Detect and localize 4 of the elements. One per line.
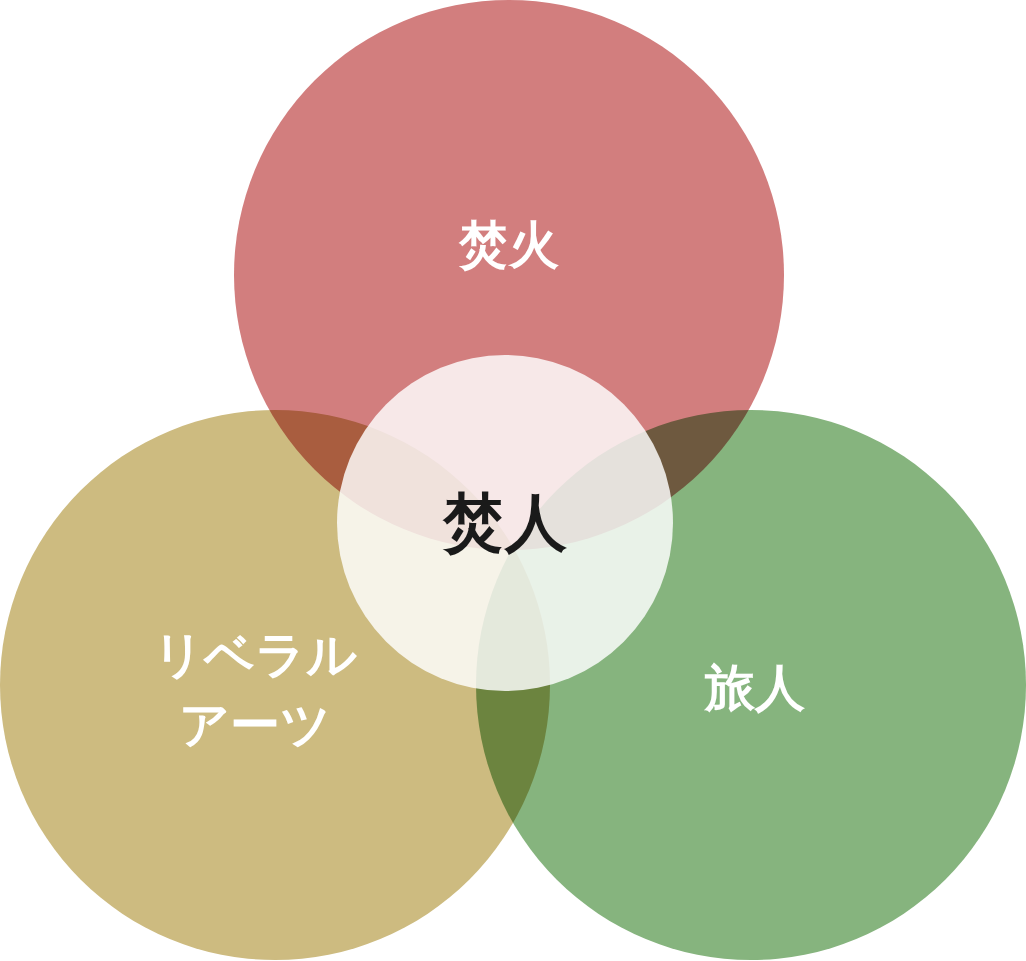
- circle-label: 焚火: [458, 215, 560, 276]
- circle-label: 焚人: [441, 484, 568, 561]
- circle-label: リベラルアーツ: [152, 625, 358, 756]
- circle-label: 旅人: [703, 658, 806, 719]
